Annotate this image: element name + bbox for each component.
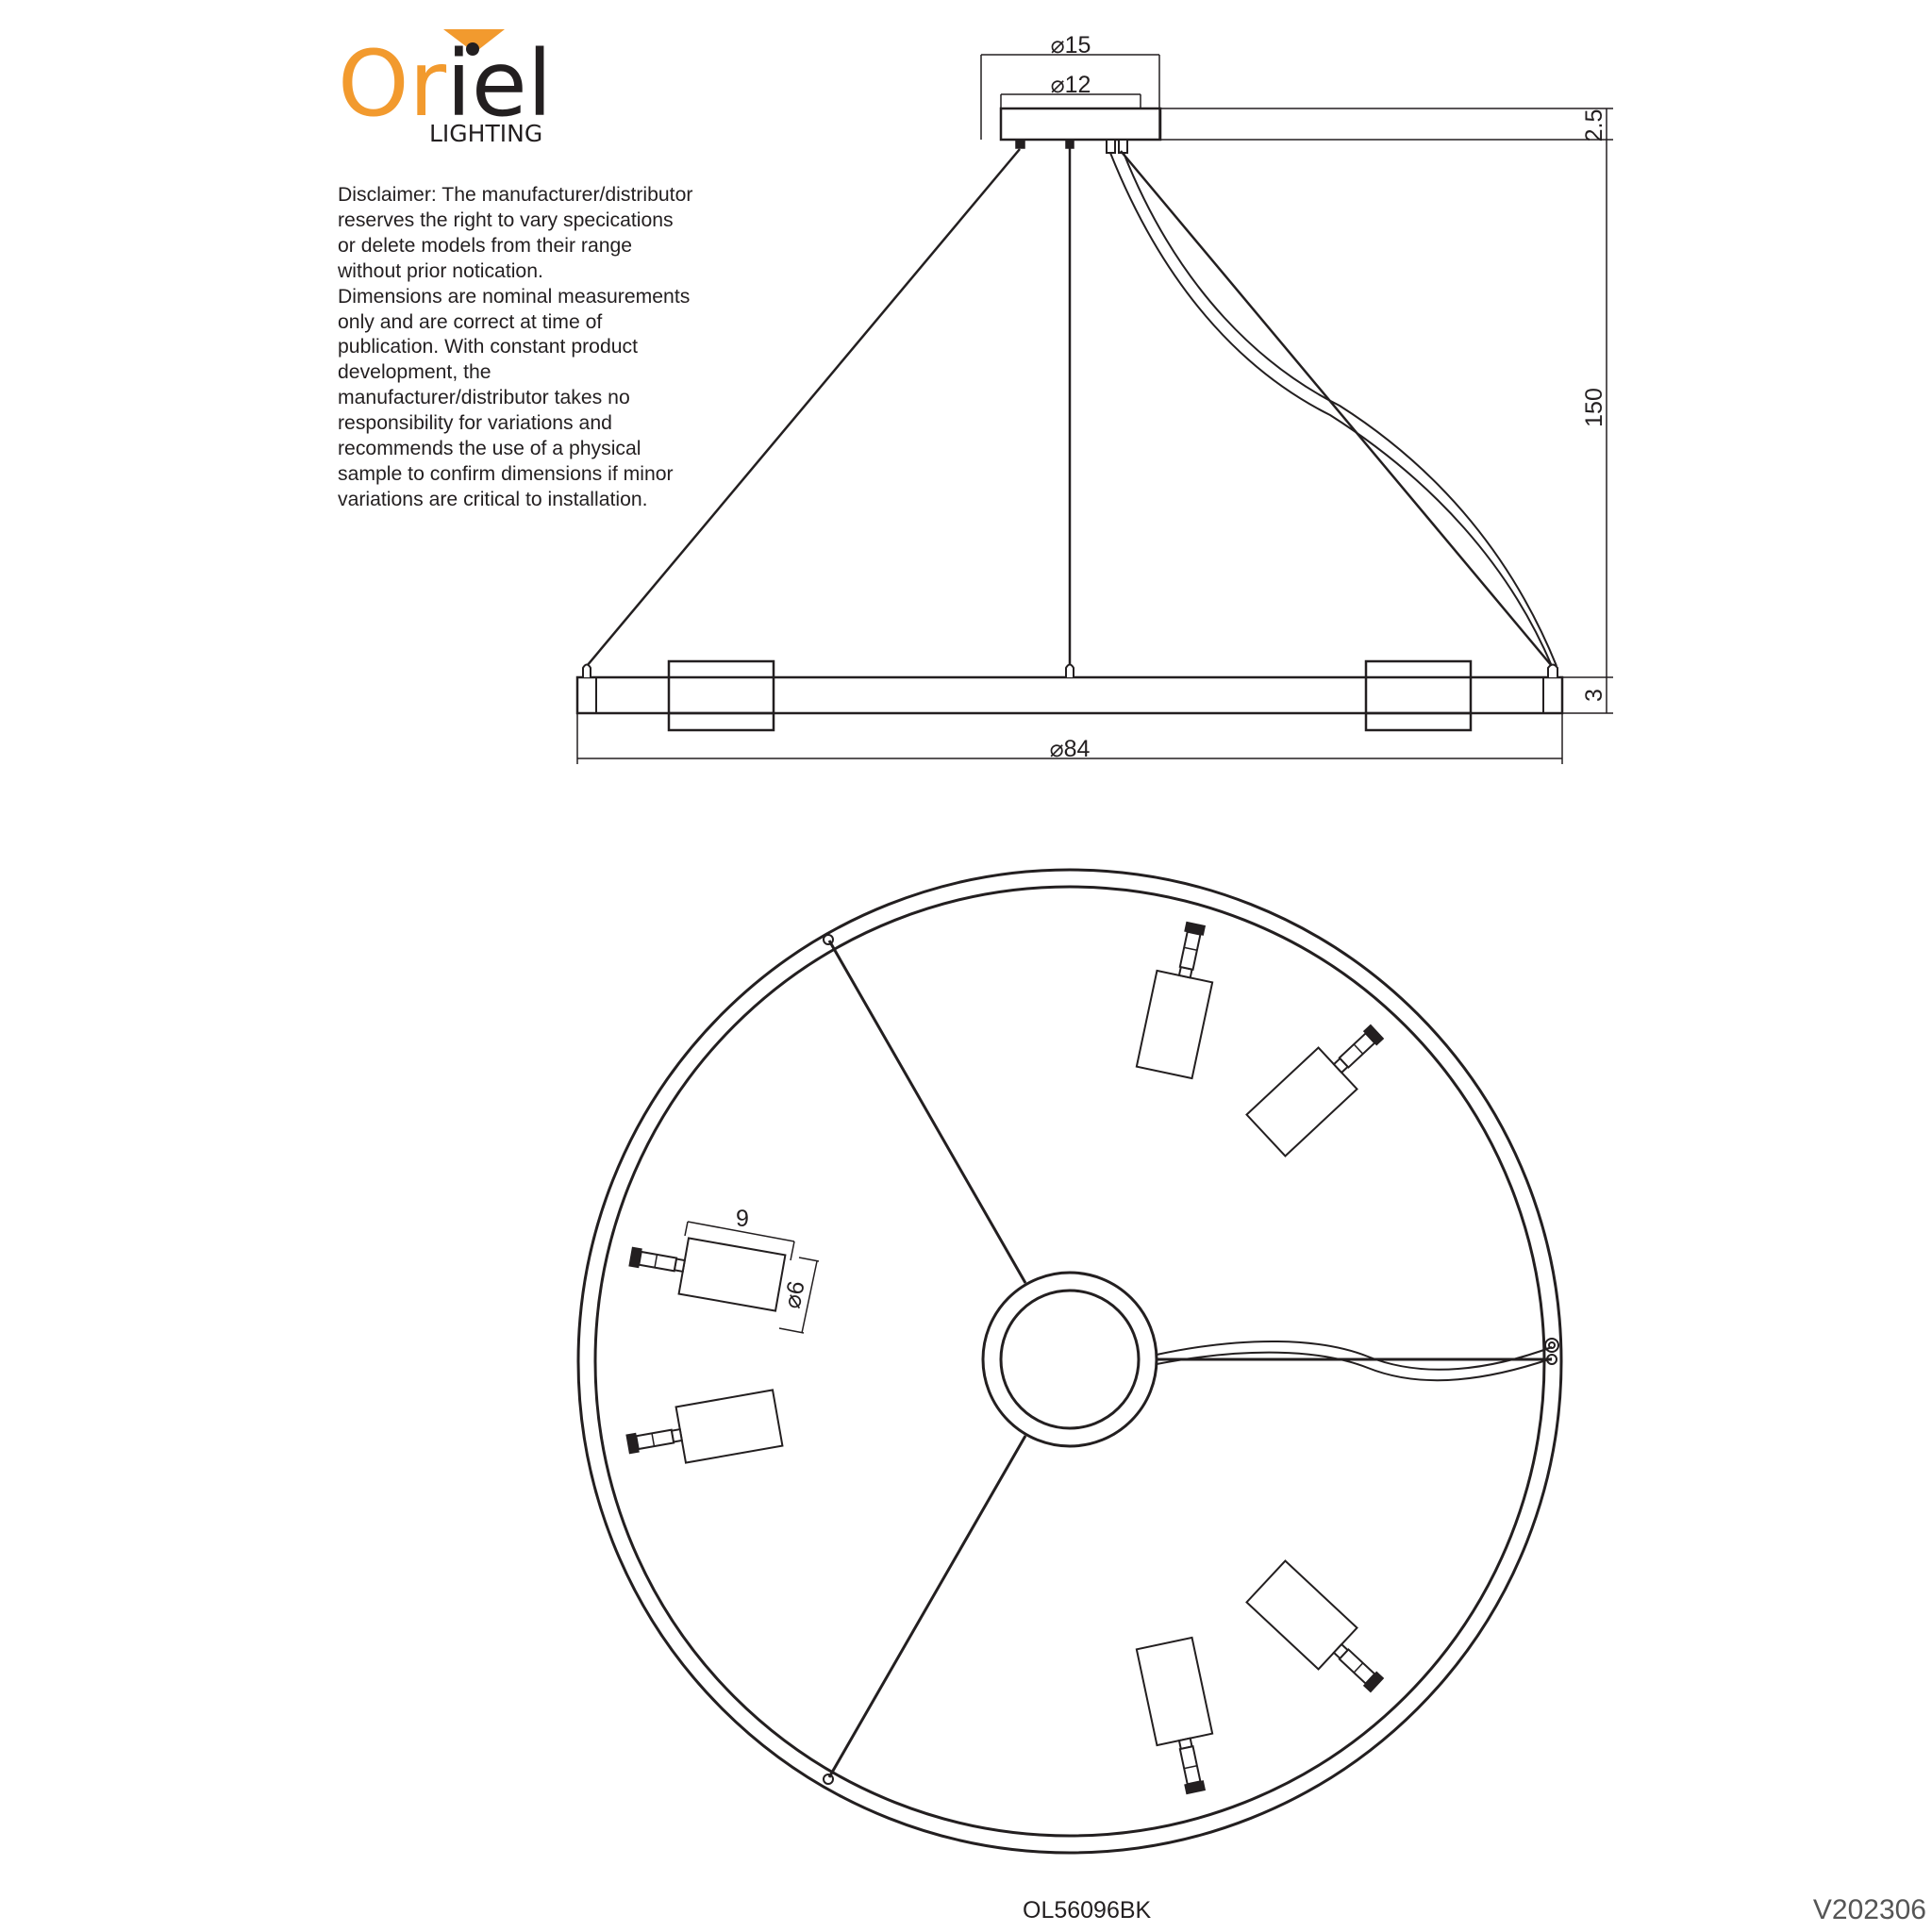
dim-vertical xyxy=(1160,108,1613,714)
dim-label-shade-length: 9 xyxy=(736,1206,749,1232)
brand-logo: Oriel LIGHTING xyxy=(338,29,552,147)
dim-canopy-outer xyxy=(980,54,1160,140)
spot-plan-left-upper xyxy=(625,1227,787,1312)
logo-word-iel: iel xyxy=(446,31,552,137)
dim-canopy-inner xyxy=(1000,93,1141,108)
canopy xyxy=(999,107,1162,142)
dim-label-canopy-outer: ⌀15 xyxy=(1051,32,1091,58)
plan-cable-lower xyxy=(827,1435,1027,1778)
dim-label-shade-diameter: ⌀6 xyxy=(779,1279,810,1311)
spot-side-left xyxy=(667,659,775,732)
dim-ring-diameter xyxy=(576,713,1563,764)
suspension-cable-left xyxy=(586,148,1021,667)
dim-label-ring-height: 3 xyxy=(1581,689,1607,702)
ring-outer xyxy=(576,868,1563,1855)
logo-lamp-icon xyxy=(443,29,505,53)
spot-plan-bottom-2 xyxy=(1245,1559,1398,1707)
center-hub-outer xyxy=(981,1271,1158,1448)
logo-lamp-bulb-icon xyxy=(466,42,479,56)
dim-label-drop-length: 150 xyxy=(1581,388,1607,427)
spot-plan-left-lower xyxy=(622,1389,784,1474)
spot-side-right xyxy=(1364,659,1473,732)
logo-tagline: LIGHTING xyxy=(429,120,542,147)
ring-inner xyxy=(593,885,1546,1838)
ring-side xyxy=(575,675,1564,715)
plan-view xyxy=(576,868,1563,1855)
power-cord xyxy=(1109,152,1553,667)
dim-shade-diameter xyxy=(778,1257,820,1334)
dim-label-ring-diameter: ⌀84 xyxy=(1050,736,1091,762)
disclaimer: Disclaimer: The manufacturer/distributor… xyxy=(338,183,696,513)
dim-shade-length xyxy=(684,1221,795,1261)
plan-cable-upper xyxy=(827,940,1027,1284)
dim-label-canopy-height: 2.5 xyxy=(1581,109,1607,142)
logo-word-or: Or xyxy=(338,31,447,137)
dim-label-canopy-inner: ⌀12 xyxy=(1051,72,1091,98)
suspension-cable-right xyxy=(1120,150,1553,667)
center-hub-inner xyxy=(999,1289,1141,1430)
side-elevation xyxy=(575,54,1613,764)
version-code: V202306 xyxy=(1812,1894,1926,1925)
spot-plan-top-2 xyxy=(1245,1009,1398,1158)
spot-plan-bottom-1 xyxy=(1135,1636,1225,1799)
disclaimer-paragraph-1: Disclaimer: The manufacturer/distributor… xyxy=(338,184,693,282)
plan-power-cord xyxy=(1156,1341,1553,1371)
spot-plan-top-1 xyxy=(1135,917,1225,1080)
svg-text:Oriel: Oriel xyxy=(338,31,552,137)
disclaimer-paragraph-2: Dimensions are nominal measurements only… xyxy=(338,285,691,510)
model-code: OL56096BK xyxy=(1023,1897,1152,1924)
